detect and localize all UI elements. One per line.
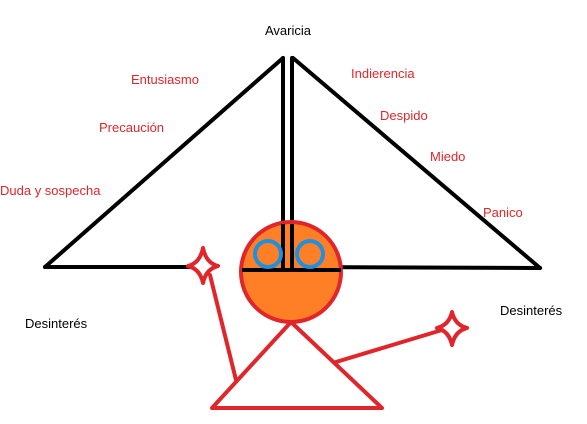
label-left-desinteres: Desinterés [25, 316, 88, 331]
label-panico: Panico [483, 205, 523, 220]
label-duda-y-sospecha: Duda y sospecha [0, 183, 101, 198]
label-entusiasmo: Entusiasmo [131, 72, 199, 87]
label-precaucion: Precaución [99, 120, 165, 135]
pyramid-right-slope [291, 56, 542, 270]
label-top-avaricia: Avaricia [265, 23, 312, 38]
figure-left-arm [208, 273, 238, 382]
pyramid-left-slope [43, 56, 285, 269]
figure-left-eye [253, 239, 283, 269]
right-hand-sparkle-icon [435, 310, 469, 347]
label-miedo: Miedo [430, 149, 466, 164]
label-indierencia: Indierencia [351, 66, 415, 81]
figure-right-eye [295, 239, 325, 269]
label-right-desinteres: Desinterés [500, 303, 563, 318]
stick-figure [186, 220, 469, 410]
left-hand-sparkle-icon [186, 246, 220, 285]
figure-body-triangle [210, 320, 384, 410]
label-despido: Despido [380, 108, 428, 123]
figure-right-arm [334, 328, 444, 364]
